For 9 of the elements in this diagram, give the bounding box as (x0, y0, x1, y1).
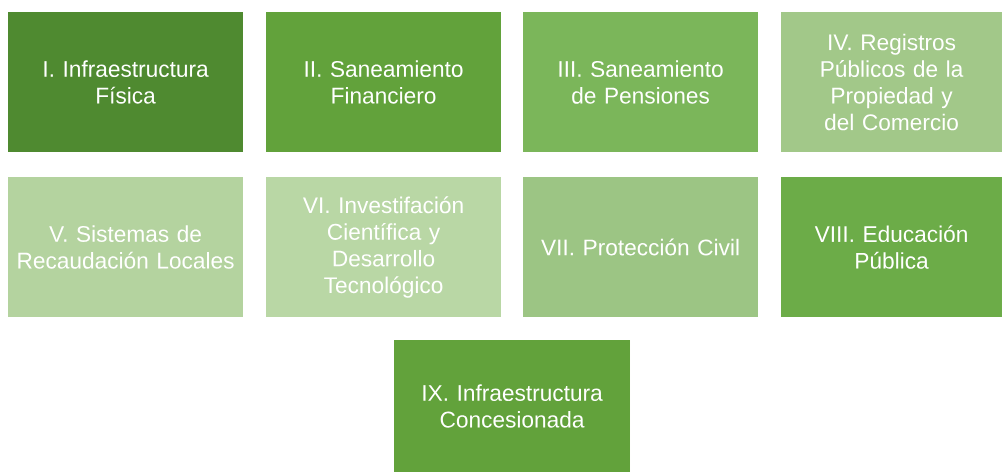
text-box: V. Sistemas de Recaudación Locales (8, 177, 243, 317)
text-box: II. Saneamiento Financiero (266, 12, 501, 152)
text-box: VIII. Educación Pública (781, 177, 1002, 317)
text-box: IX. Infraestructura Concesionada (394, 340, 630, 472)
text-box: I. Infraestructura Física (8, 12, 243, 152)
text-box: VII. Protección Civil (523, 177, 758, 317)
text-box: VI. Investifación Científica y Desarrollo Tecnológico (266, 177, 501, 317)
text-box: III. Saneamiento de Pensiones (523, 12, 758, 152)
text-box: IV. Registros Públicos de la Propiedad y del Comercio (781, 12, 1002, 152)
